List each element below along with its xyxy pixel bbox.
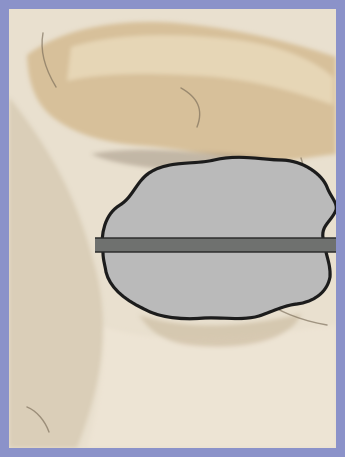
rock-cavity-illustration xyxy=(9,9,336,448)
reinforcing-bar xyxy=(95,238,336,252)
